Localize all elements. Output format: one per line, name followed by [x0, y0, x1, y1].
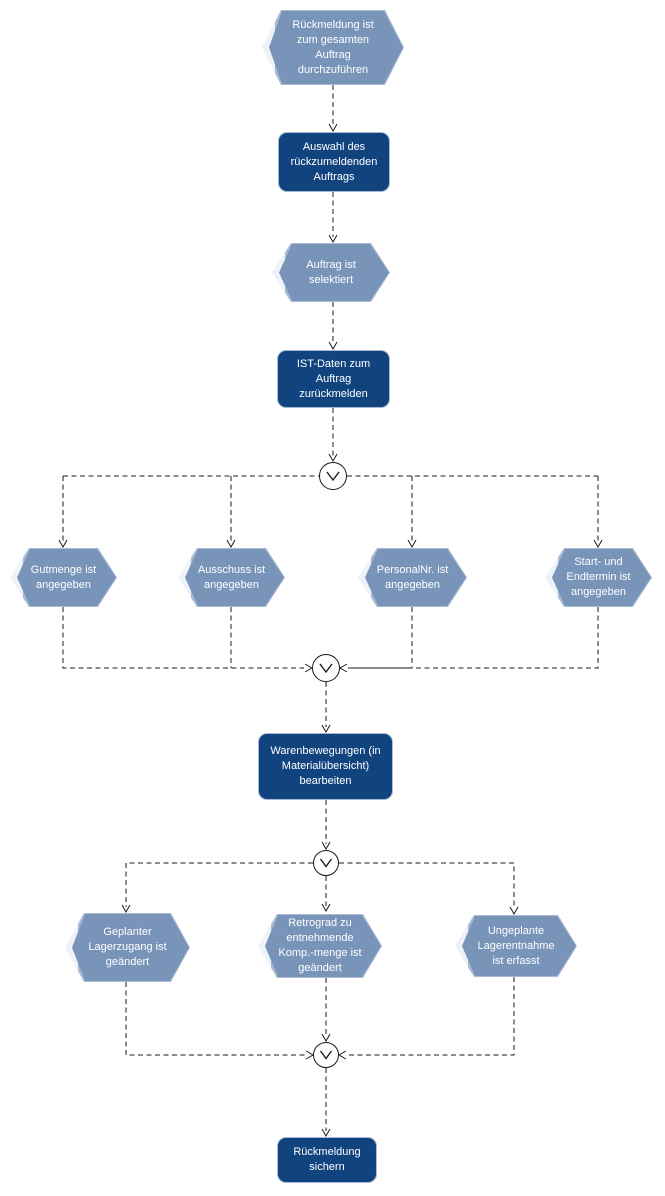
logical-or-icon: [319, 1050, 333, 1060]
event-label: Retrograd zu entnehmende Komp.-menge ist…: [278, 917, 362, 974]
event-start-endtermin-angegeben[interactable]: Start- und Endtermin ist angegeben: [545, 548, 652, 607]
or-connector-3[interactable]: [313, 850, 339, 876]
event-personalnr-angegeben[interactable]: PersonalNr. ist angegeben: [358, 548, 467, 607]
event-label: Auftrag ist selektiert: [306, 258, 356, 286]
event-gutmenge-angegeben[interactable]: Gutmenge ist angegeben: [10, 548, 117, 607]
or-connector-2[interactable]: [312, 654, 340, 682]
or-connector-4[interactable]: [313, 1042, 339, 1068]
function-label: Rückmeldung sichern: [293, 1146, 361, 1173]
logical-or-icon: [319, 663, 333, 673]
logical-or-icon: [319, 858, 333, 868]
function-label: IST-Daten zum Auftrag zurückmelden: [296, 357, 371, 400]
event-lagerentnahme-erfasst[interactable]: Ungeplante Lagerentnahme ist erfasst: [455, 915, 577, 977]
function-rueckmeldung-sichern[interactable]: Rückmeldung sichern: [277, 1137, 377, 1183]
or-connector-1[interactable]: [319, 462, 347, 490]
event-label: PersonalNr. ist angegeben: [376, 563, 449, 591]
event-label: Gutmenge ist angegeben: [30, 563, 97, 591]
event-label: Rückmeldung ist zum gesamten Auftrag dur…: [292, 18, 374, 76]
function-warenbewegungen-bearbeiten[interactable]: Warenbewegungen (in Materialübersicht) b…: [258, 733, 393, 800]
logical-or-icon: [326, 471, 340, 481]
event-auftrag-selektiert[interactable]: Auftrag ist selektiert: [272, 243, 390, 302]
function-auswahl-auftrag[interactable]: Auswahl des rückzumeldenden Auftrags: [278, 132, 390, 192]
event-retrograd-menge-geaendert[interactable]: Retrograd zu entnehmende Komp.-menge ist…: [258, 914, 382, 978]
function-ist-daten-zurueckmelden[interactable]: IST-Daten zum Auftrag zurückmelden: [277, 350, 390, 408]
event-label: Geplanter Lagerzugang ist geändert: [88, 926, 167, 968]
event-label: Start- und Endtermin ist angegeben: [566, 556, 631, 598]
event-rueckmeldung-gesamtauftrag[interactable]: Rückmeldung ist zum gesamten Auftrag dur…: [262, 10, 404, 85]
function-label: Auswahl des rückzumeldenden Auftrags: [290, 140, 378, 183]
event-label: Ausschuss ist angegeben: [197, 563, 266, 591]
event-lagerzugang-geaendert[interactable]: Geplanter Lagerzugang ist geändert: [65, 913, 190, 982]
function-label: Warenbewegungen (in Materialübersicht) b…: [270, 745, 381, 787]
event-ausschuss-angegeben[interactable]: Ausschuss ist angegeben: [178, 548, 285, 607]
event-label: Ungeplante Lagerentnahme ist erfasst: [477, 924, 555, 967]
